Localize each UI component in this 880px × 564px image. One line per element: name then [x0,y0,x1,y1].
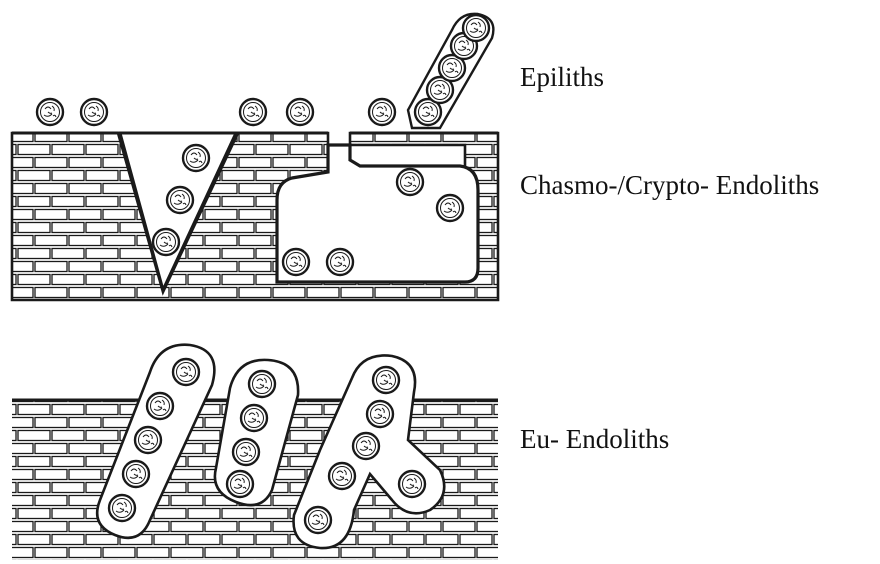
cell-icon [37,99,63,125]
cell-icon [353,433,379,459]
cell-icon [327,249,353,275]
cell-icon [173,359,199,385]
cell-icon [123,461,149,487]
cell-icon [373,367,399,393]
epilith-cells [37,99,395,125]
cell-icon [249,371,275,397]
cell-icon [240,99,266,125]
cell-icon [153,229,179,255]
cell-icon [183,145,209,171]
cell-icon [233,439,259,465]
cell-icon [305,507,331,533]
cell-icon [287,99,313,125]
label-eu-endoliths: Eu- Endoliths [520,424,669,455]
cell-icon [227,471,253,497]
label-chasmo-crypto-endoliths: Chasmo-/Crypto- Endoliths [520,170,819,201]
label-epiliths: Epiliths [520,62,604,93]
cell-icon [397,169,423,195]
cell-icon [135,427,161,453]
epilith-filament [408,14,493,128]
cell-icon [81,99,107,125]
cell-icon [437,195,463,221]
cell-icon [283,249,309,275]
cell-icon [463,15,489,41]
cell-icon [369,99,395,125]
cell-icon [329,463,355,489]
cell-icon [147,393,173,419]
cell-icon [241,405,267,431]
cell-icon [367,401,393,427]
cell-icon [109,495,135,521]
cell-icon [167,187,193,213]
rock-substrate-top [12,133,498,300]
cell-icon [399,471,425,497]
